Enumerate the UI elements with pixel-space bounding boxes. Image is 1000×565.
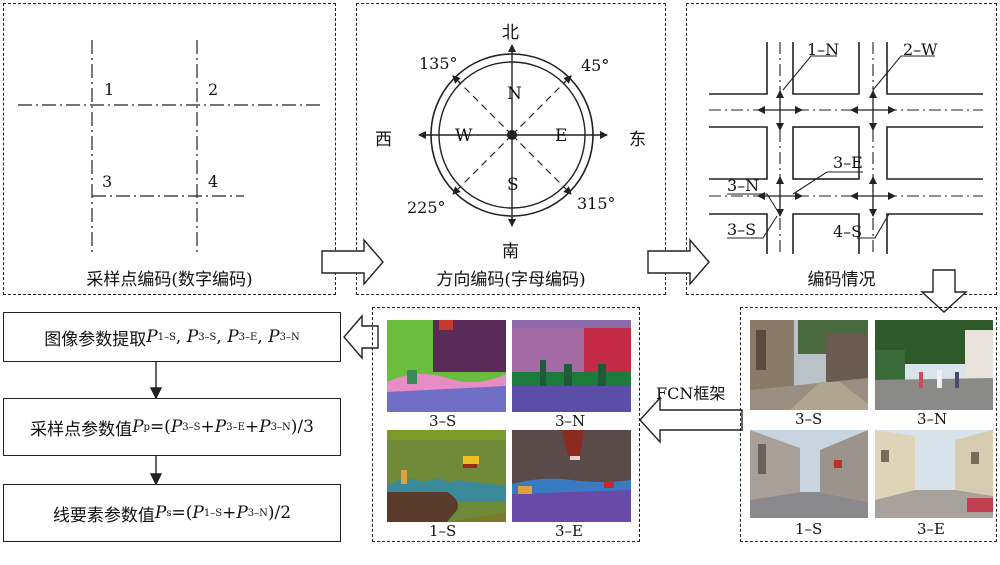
photos-panel: 3–S 3–N 1–S 3–E [740, 307, 997, 542]
compass-w: W [455, 126, 473, 146]
step1-sub1: 1–S [157, 331, 176, 343]
seg-label-3E: 3–E [555, 522, 583, 540]
angle-225: 225° [407, 198, 446, 217]
encoding-panel: 1–N 2–W 3–E 3–N 3–S 4–S 编码情况 [686, 3, 997, 295]
step2-text: 采样点参数值 [30, 419, 133, 440]
photo-3N [875, 320, 993, 410]
seg-image-1S [387, 430, 506, 522]
point-label-4: 4 [208, 172, 219, 191]
compass-west: 西 [375, 130, 392, 150]
seg-label-3N: 3–N [555, 412, 586, 430]
seg-label-1S: 1–S [429, 522, 457, 540]
encode-label-2W: 2–W [903, 40, 938, 59]
step2-p1: P [170, 417, 183, 437]
photo-label-1S: 1–S [795, 520, 823, 538]
step2-sub1: 3–S [182, 421, 201, 433]
step1-p1: P [146, 327, 158, 347]
compass-s: S [507, 175, 519, 195]
step1-sub3: 3–E [238, 331, 258, 343]
angle-315: 315° [577, 194, 616, 213]
step1-sub4: 3–N [279, 331, 300, 343]
encode-label-3S: 3–S [727, 220, 757, 239]
encode-label-3E: 3–E [833, 153, 863, 172]
photo-3S [750, 320, 868, 410]
step2-sub3: 3–N [270, 421, 291, 433]
direction-panel: 北 南 西 东 N S W E 45° 135° 225° 315° 方向编码(… [356, 3, 666, 295]
step2-sub2: 3–E [226, 421, 245, 433]
photo-label-3E: 3–E [917, 520, 945, 538]
compass-south: 南 [502, 242, 519, 262]
step1-sub2: 3–S [198, 331, 217, 343]
encoding-caption: 编码情况 [807, 270, 876, 290]
step3-p2: P [236, 503, 248, 523]
seg-image-3E [512, 430, 631, 522]
point-label-2: 2 [208, 80, 219, 99]
step2-p3: P [259, 417, 271, 437]
step3-lhs-sub: s [166, 507, 172, 519]
encode-label-1N: 1–N [807, 40, 840, 59]
fcn-label: FCN框架 [656, 384, 726, 403]
compass [418, 44, 608, 227]
angle-135: 135° [419, 54, 458, 73]
angle-45: 45° [581, 56, 610, 75]
photo-3E [875, 430, 993, 518]
step2-divisor: 3 [303, 417, 314, 437]
seg-image-3S [387, 320, 506, 412]
compass-north: 北 [502, 23, 519, 43]
step3-sub1: 1–S [203, 507, 223, 519]
sampling-caption: 采样点编码(数字编码) [86, 270, 253, 290]
compass-east: 东 [629, 130, 646, 150]
step2-lhs-sub: p [143, 421, 150, 433]
point-label-1: 1 [104, 80, 115, 99]
direction-caption: 方向编码(字母编码) [436, 270, 586, 290]
step3-text: 线要素参数值 [52, 505, 155, 526]
arrow-down [920, 269, 968, 313]
encode-label-3N: 3–N [727, 176, 760, 195]
arrow-left-fcn [639, 396, 743, 444]
photo-label-3N: 3–N [917, 410, 948, 428]
compass-e: E [555, 126, 568, 146]
segmentation-panel: 3–S 3–N 1–S 3–E [372, 307, 640, 542]
step1-text: 图像参数提取 [44, 329, 147, 350]
step1-p2: P [186, 327, 199, 347]
step1-p4: P [268, 327, 280, 347]
step3-sub2: 3–N [247, 507, 268, 519]
step3-divisor: 2 [280, 503, 292, 523]
step2-p2: P [214, 417, 227, 437]
sampling-grid [18, 40, 322, 254]
street-encoding-map [709, 42, 983, 254]
step1-p3: P [227, 327, 239, 347]
seg-label-3S: 3–S [429, 412, 457, 430]
arrow-left-top [343, 314, 379, 360]
photo-1S [750, 430, 868, 518]
sampling-panel: 1 2 3 4 采样点编码(数字编码) [3, 3, 336, 295]
seg-image-3N [512, 320, 631, 412]
encode-label-4S: 4–S [833, 222, 863, 241]
point-label-3: 3 [102, 172, 113, 191]
compass-n: N [507, 84, 522, 104]
photo-label-3S: 3–S [795, 410, 823, 428]
arrow-right-1 [321, 238, 384, 286]
arrow-right-2 [647, 238, 710, 286]
step3-p1: P [192, 503, 204, 523]
